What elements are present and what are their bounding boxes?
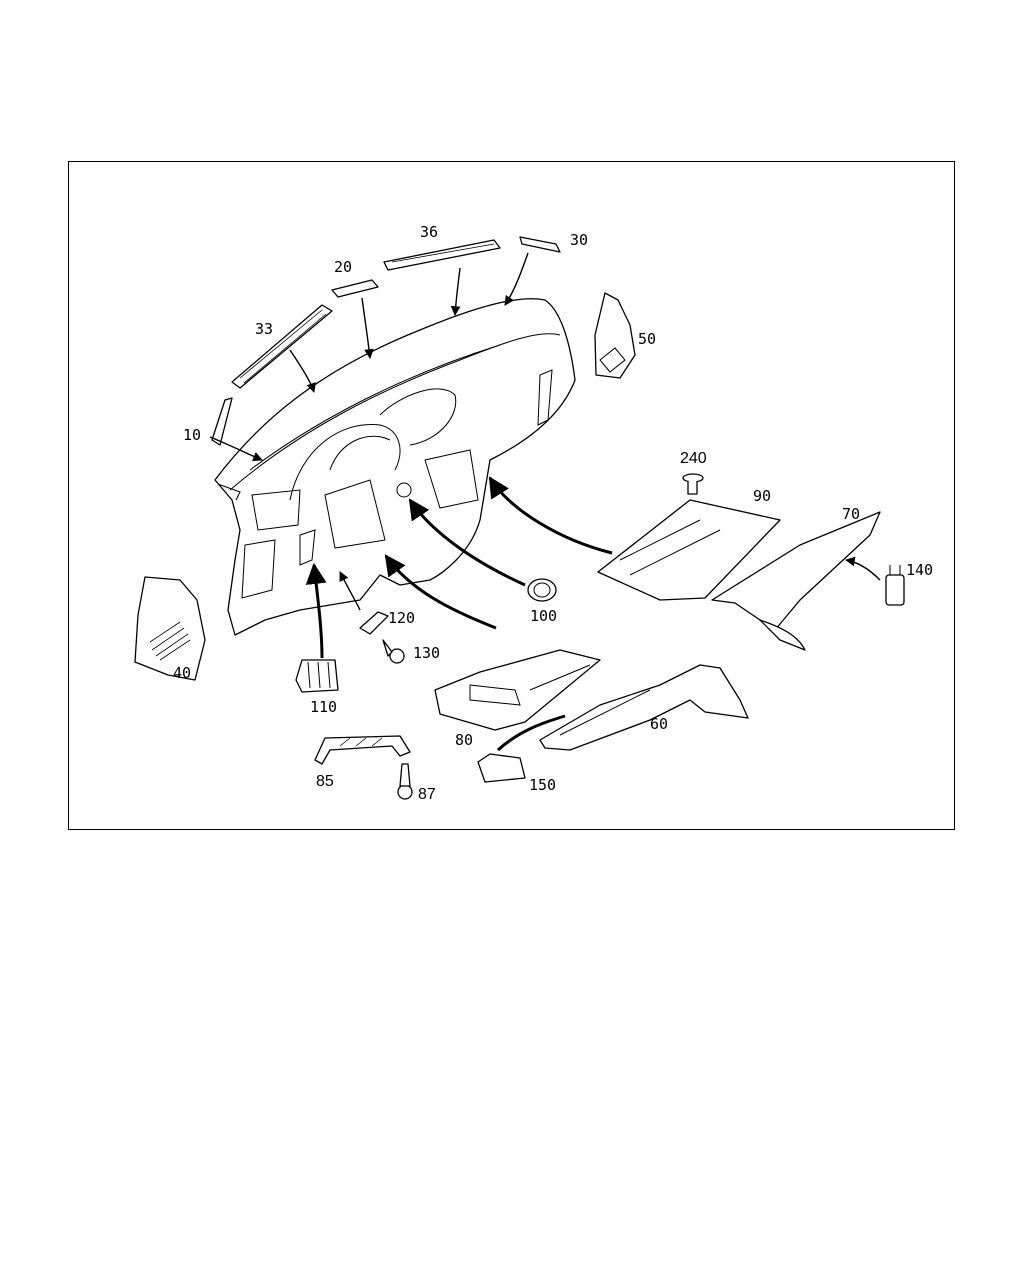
part-240-screw <box>682 473 704 495</box>
part-140-switch <box>885 565 905 606</box>
callout-110: 110 <box>310 698 338 716</box>
part-33-defroster-grille <box>231 304 333 389</box>
part-36-center-defroster-grille <box>383 239 501 271</box>
part-110-bracket <box>295 659 339 693</box>
dashboard-carrier <box>214 298 576 636</box>
part-100-ring <box>527 578 557 602</box>
part-90-lower-panel <box>597 499 781 601</box>
part-85-bracket <box>314 735 411 765</box>
callout-130: 130 <box>413 644 441 662</box>
callout-80: 80 <box>455 731 474 749</box>
part-30-trim-cover <box>519 236 561 253</box>
part-80-lower-console <box>434 649 601 731</box>
callout-90: 90 <box>753 487 772 505</box>
diagram-frame <box>68 161 955 830</box>
part-40-side-cover-left <box>134 576 206 681</box>
callout-33: 33 <box>255 320 274 338</box>
part-150-cover <box>477 753 526 783</box>
part-20-trim-cover <box>331 279 379 298</box>
callout-85: 85 <box>316 773 334 790</box>
callout-150: 150 <box>529 776 557 794</box>
part-130-screw <box>382 639 405 664</box>
callout-50: 50 <box>638 330 657 348</box>
leader-arrows <box>209 252 881 752</box>
callout-20: 20 <box>334 258 353 276</box>
part-70-glovebox-rail <box>711 511 881 651</box>
callout-140: 140 <box>906 561 934 579</box>
part-10-side-vent <box>211 397 233 446</box>
callout-120: 120 <box>388 609 416 627</box>
part-50-side-cover-right <box>594 292 636 379</box>
callout-30: 30 <box>570 231 589 249</box>
callout-87: 87 <box>418 786 436 803</box>
callout-36: 36 <box>420 223 439 241</box>
part-87-screw <box>397 763 413 800</box>
callout-240: 240 <box>680 450 707 467</box>
callout-60: 60 <box>650 715 669 733</box>
callout-10: 10 <box>183 426 202 444</box>
callout-100: 100 <box>530 607 558 625</box>
part-60-center-tunnel <box>539 664 749 751</box>
part-120-clip <box>359 611 389 635</box>
callout-40: 40 <box>173 664 192 682</box>
callout-70: 70 <box>842 505 861 523</box>
